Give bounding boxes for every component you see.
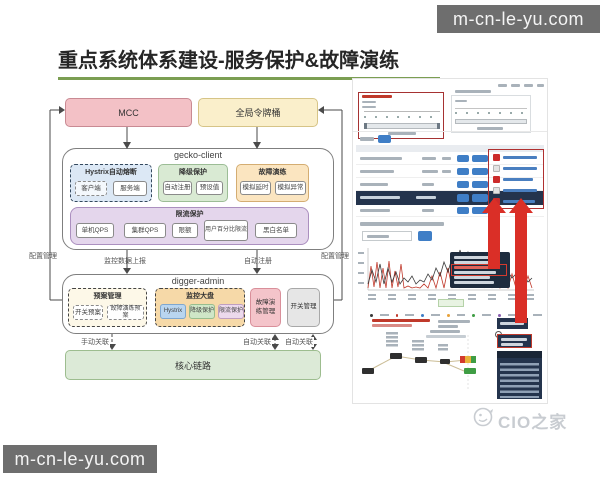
table-row xyxy=(356,178,544,191)
status-icon xyxy=(493,187,500,194)
chart-panel-highlighted xyxy=(358,92,444,139)
blackwhite-list-item: 黑白名单 xyxy=(255,223,297,238)
panel-caption-bar xyxy=(388,132,416,135)
search-input xyxy=(362,231,412,241)
core-link-box: 核心链路 xyxy=(65,350,321,380)
footnote-red-bar xyxy=(372,324,412,327)
toolbar-button xyxy=(378,135,391,143)
chart-panel xyxy=(451,95,531,133)
label-config-mgmt-left: 配置管理 xyxy=(28,251,58,261)
cluster-qps-item: 集群QPS xyxy=(124,223,166,238)
fault-drill-group-title: 故障演练 xyxy=(258,169,287,176)
slider-handle xyxy=(364,123,367,129)
menu-text-bar xyxy=(524,84,533,87)
menu-text-bar xyxy=(498,84,507,87)
topo-subtitle-bar xyxy=(426,335,466,338)
status-icon xyxy=(493,165,500,172)
status-icon xyxy=(493,154,500,161)
axis-label-bar xyxy=(455,100,467,102)
rate-limit-group-title: 限流保护 xyxy=(175,211,204,218)
single-qps-item: 单机QPS xyxy=(76,223,114,238)
topology-side-panel xyxy=(497,351,542,399)
axis-label-bar xyxy=(362,106,376,108)
range-slider xyxy=(364,123,440,129)
table-row xyxy=(356,205,544,217)
flatline xyxy=(455,108,527,109)
search-button xyxy=(418,231,432,241)
status-icon xyxy=(493,176,500,183)
switch-plan-item: 开关预案 xyxy=(73,305,103,320)
red-arrow-up-1-head xyxy=(482,198,506,213)
footnote-gray-bar xyxy=(438,320,470,323)
gecko-client-title: gecko-client xyxy=(173,150,223,160)
monitor-dashboard-title: 监控大盘 xyxy=(186,293,214,300)
panel-title-bar xyxy=(455,90,491,93)
range-slider xyxy=(455,119,527,124)
divider xyxy=(353,131,547,132)
watermark-top-right: m-cn-le-yu.com xyxy=(437,5,600,33)
watermark-bottom-left: m-cn-le-yu.com xyxy=(3,445,157,473)
panel-title-bar xyxy=(362,95,392,98)
plan-mgmt-title: 预案管理 xyxy=(93,293,122,300)
chart-tooltip xyxy=(450,252,510,288)
dashboard-ratelimit-item: 限流保护 xyxy=(218,304,244,319)
tick-row xyxy=(364,116,440,118)
footnote-gray-bar xyxy=(438,325,458,328)
dashboard-hystrix-item: Hystrix xyxy=(160,304,186,319)
mock-delay-item: 模拟延时 xyxy=(240,181,271,195)
pager xyxy=(438,299,464,307)
label-auto-link-2: 自动关联 xyxy=(284,337,314,347)
page-title: 重点系统体系建设-服务保护&故障演练 xyxy=(58,44,440,80)
brand-watermark: CIO之家 xyxy=(498,413,568,432)
topo-title-bar xyxy=(430,330,460,333)
red-arrow-up-2-shaft xyxy=(515,212,527,323)
cio-logo-icon xyxy=(473,407,493,427)
axis-label-bar xyxy=(362,101,376,103)
node-mcc: MCC xyxy=(65,98,192,127)
degrade-preset-item: 预设值 xyxy=(196,181,223,195)
red-arrow-up-1-shaft xyxy=(488,212,500,269)
table-header xyxy=(356,145,544,152)
menu-text-bar xyxy=(511,84,520,87)
menu-text-bar xyxy=(537,84,544,87)
table-row xyxy=(356,165,544,178)
hystrix-server-item: 服务端 xyxy=(113,181,147,196)
footnote-red-bar xyxy=(372,319,430,322)
tick-row xyxy=(455,112,527,114)
label-monitor-report: 监控数据上报 xyxy=(103,256,147,266)
section-title-bar xyxy=(360,222,444,226)
slider-handle xyxy=(437,123,440,129)
digger-admin-title: digger-admin xyxy=(171,276,225,286)
label-manual-link: 手动关联 xyxy=(80,337,110,347)
node-token-bucket: 全局令牌桶 xyxy=(198,98,318,127)
topo-info-box xyxy=(497,318,528,329)
drill-plan-item: 故障演练预案 xyxy=(107,305,144,320)
flatline xyxy=(364,111,440,112)
hystrix-group-title: Hystrix自动熔断 xyxy=(85,169,137,176)
label-config-mgmt-right: 配置管理 xyxy=(320,251,350,261)
table-row xyxy=(356,152,544,165)
switch-mgmt-box: 开关管理 xyxy=(287,288,320,327)
panel-caption-bar xyxy=(477,127,503,130)
mock-exception-item: 模拟异常 xyxy=(275,181,306,195)
hystrix-client-item: 客户端 xyxy=(75,181,107,196)
user-percent-limit-item: 用户百分比限流 xyxy=(204,220,248,241)
topo-highlight-box xyxy=(497,334,532,348)
degrade-group-title: 降级保护 xyxy=(179,169,207,176)
fault-drill-mgmt-box: 故障演练管理 xyxy=(250,288,281,327)
label-auto-link-1: 自动关联 xyxy=(242,337,272,347)
red-arrow-up-2-head xyxy=(509,198,533,213)
label-auto-register: 自动注册 xyxy=(243,256,273,266)
dashboard-degrade-item: 降级保护 xyxy=(189,304,215,319)
quota-item: 限额 xyxy=(172,223,198,238)
toolbar-text-bar xyxy=(360,137,374,141)
degrade-auto-register-item: 自动注册 xyxy=(163,181,192,195)
